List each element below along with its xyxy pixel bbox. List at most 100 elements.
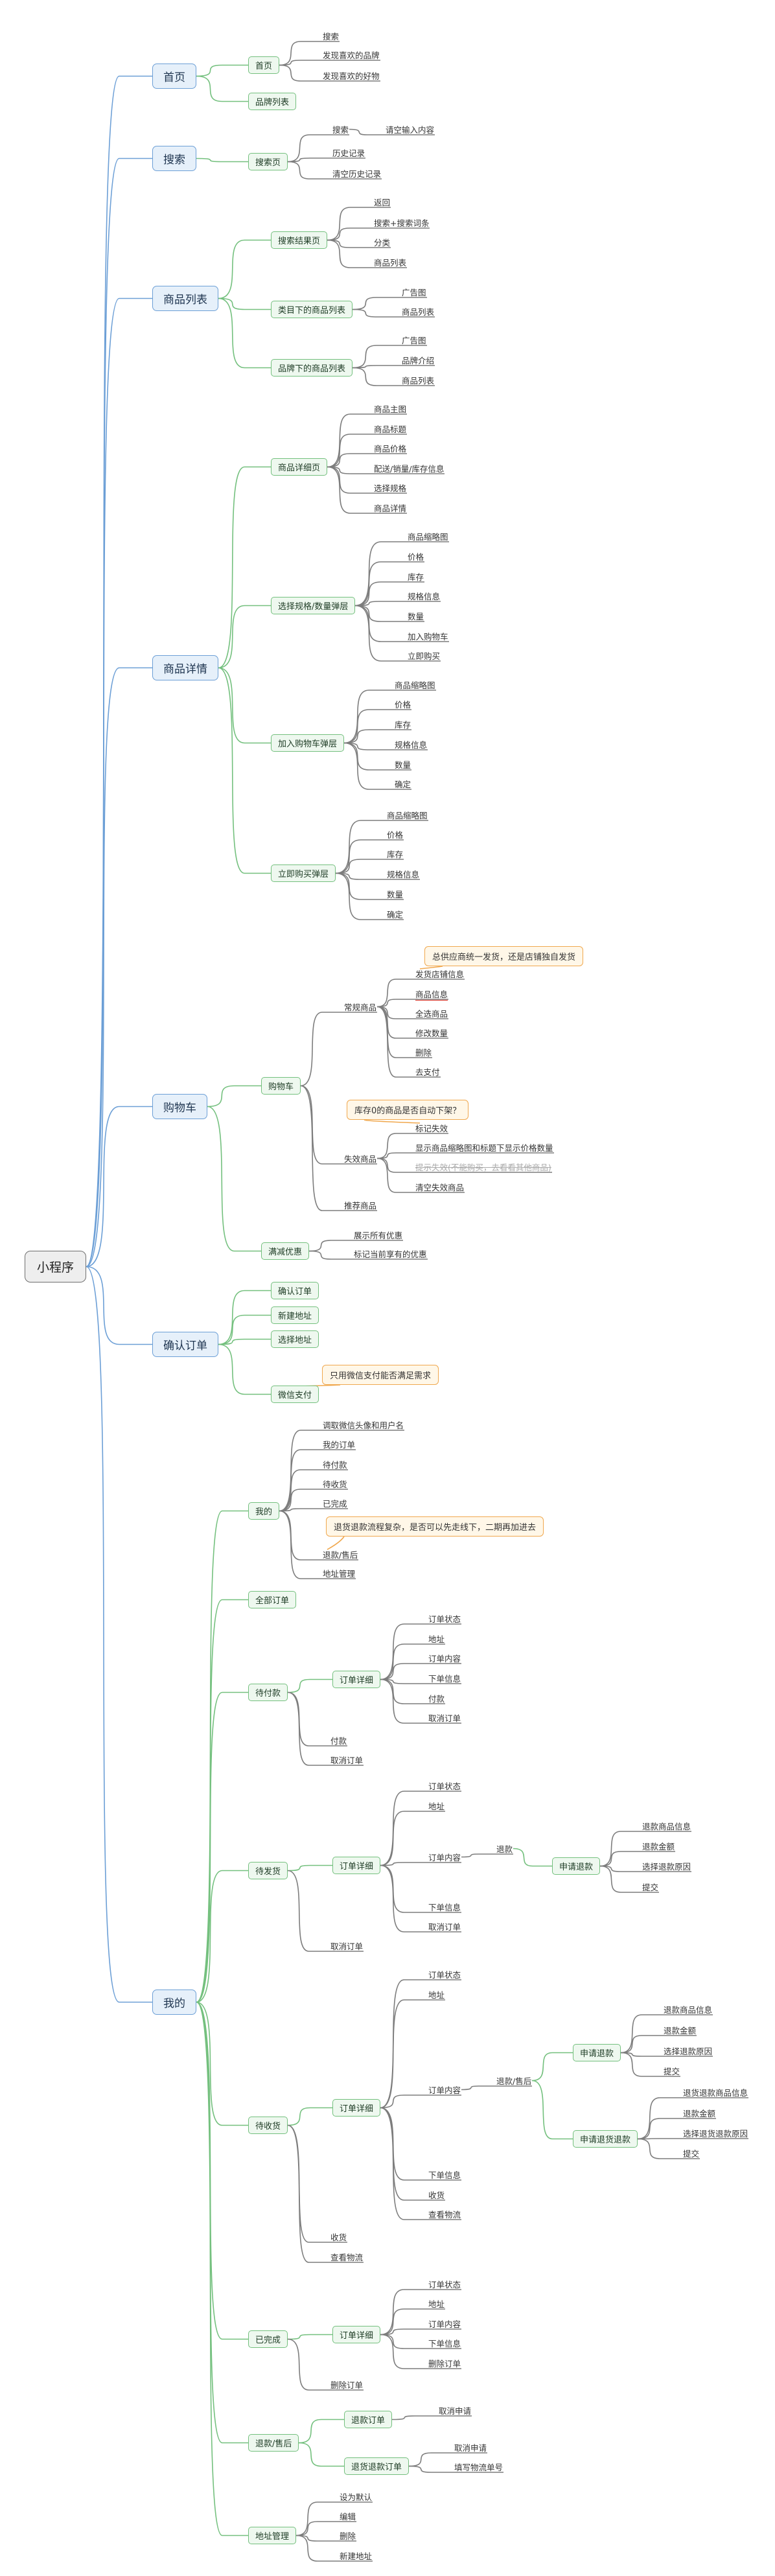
node-cart-stock: 库存: [395, 720, 411, 730]
edge-root-to-confirm: [86, 1266, 152, 1345]
edge-cart-page-to-normal-goods: [300, 1012, 377, 1087]
edge-addr-mgmt-to-addr-default: [295, 2501, 373, 2536]
node-promo-mark: 标记当前享有的优惠: [354, 1249, 427, 1259]
node-home-brand-list: 品牌列表: [248, 93, 297, 110]
edge-confirm-to-confirm-order: [218, 1290, 271, 1345]
node-finished: 已完成: [248, 2330, 288, 2348]
node-list-brand-list: 商品列表: [402, 376, 435, 386]
note-link-note-invalid: [364, 1119, 421, 1124]
edge-spec-popup-to-spec-qty: [354, 605, 424, 622]
node-list-category-list: 商品列表: [402, 307, 435, 317]
edge-normal-goods-to-normal-pay: [376, 1006, 441, 1078]
edge-cart-popup-to-cart-price: [343, 709, 411, 744]
edge-list-to-list-brand: [218, 297, 271, 369]
node-unpaid-pay2: 付款: [330, 1736, 347, 1746]
node-buy-thumb: 商品缩略图: [387, 811, 428, 820]
edge-normal-goods-to-normal-ship: [376, 979, 465, 1008]
edge-detail-page-to-detail-spec: [327, 466, 407, 494]
node-spec-qty: 数量: [408, 612, 424, 621]
edge-unship-to-unship-detail: [287, 1864, 332, 1872]
node-confirm-addr: 新建地址: [271, 1306, 319, 1324]
node-list-category-ad: 广告图: [402, 288, 426, 297]
node-addr-edit: 编辑: [340, 2512, 356, 2522]
edge-unship-detail-to-unship-cancel: [380, 1864, 461, 1932]
node-cart-qty: 数量: [395, 760, 411, 770]
edge-mine-to-finished: [196, 2001, 248, 2340]
edge-buy-popup-to-buy-price: [335, 839, 404, 874]
node-detail-desc: 商品详情: [374, 504, 407, 513]
node-spec-popup: 选择规格/数量弹层: [271, 597, 356, 614]
edge-unrecv-return-to-unrecv-return-info: [637, 2097, 748, 2140]
edge-unrecv-refund-to-unrecv-refund-reason: [620, 2052, 713, 2057]
edge-mine-to-aftersale: [196, 2001, 248, 2444]
edge-finished-to-finished-del2: [287, 2338, 364, 2391]
node-cart-page: 购物车: [261, 1077, 301, 1095]
edge-list-result-to-list-result-back: [327, 207, 391, 241]
node-unrecv-refund-submit: 提交: [664, 2067, 680, 2076]
edge-unrecv-aftersale-to-unrecv-refund: [531, 2052, 573, 2082]
node-finished-status: 订单状态: [428, 2280, 461, 2290]
node-unrecv-logistics: 查看物流: [428, 2210, 461, 2220]
node-cart-price: 价格: [395, 700, 411, 710]
edge-promo-to-promo-show: [308, 1240, 403, 1252]
node-as-refund: 退款订单: [344, 2411, 393, 2428]
edge-finished-detail-to-finished-content: [380, 2328, 461, 2336]
node-unpaid-content: 订单内容: [428, 1654, 461, 1664]
node-unrecv-return-amount: 退款金额: [683, 2109, 716, 2118]
edge-detail-page-to-detail-main: [327, 413, 407, 468]
edge-unship-detail-to-unship-content: [380, 1862, 461, 1866]
node-unpaid-pay: 付款: [428, 1694, 445, 1704]
node-addr-del: 删除: [340, 2531, 356, 2541]
edge-buy-popup-to-buy-ok: [335, 872, 404, 920]
edge-spec-popup-to-spec-buy: [354, 605, 441, 662]
edge-home-page-to-home-search: [279, 41, 340, 66]
edge-unrecv-return-to-unrecv-return-amount: [637, 2118, 716, 2140]
node-unpaid: 待付款: [248, 1684, 288, 1701]
node-unship-apply-reason: 选择退款原因: [642, 1862, 691, 1872]
edge-search-page-to-search-history: [287, 157, 365, 163]
note-link-note-refund: [327, 1536, 345, 1550]
edge-mine-me-to-me-done: [279, 1508, 348, 1512]
node-cart-ok: 确定: [395, 780, 411, 789]
node-unpaid-cancel: 取消订单: [428, 1713, 461, 1723]
node-detail: 商品详情: [152, 655, 218, 680]
node-unrecv-recv: 收货: [428, 2190, 445, 2200]
node-finished-content: 订单内容: [428, 2319, 461, 2329]
edge-detail-page-to-detail-price: [327, 453, 407, 468]
edge-unrecv-detail-to-unrecv-content: [380, 2094, 461, 2109]
edge-home-to-home-brand-list: [196, 75, 248, 102]
node-unrecv-refund-reason: 选择退款原因: [664, 2047, 713, 2056]
edge-spec-popup-to-spec-thumb: [354, 541, 449, 607]
edge-spec-popup-to-spec-info: [354, 601, 441, 607]
node-unship-refund: 退款: [496, 1844, 513, 1854]
edge-unrecv-refund-to-unrecv-refund-amount: [620, 2035, 697, 2054]
edge-unship-apply-to-unship-apply-reason: [599, 1865, 691, 1872]
edge-finished-detail-to-finished-info: [380, 2334, 461, 2349]
node-normal-all: 全选商品: [415, 1009, 448, 1019]
edge-as-return-to-as-return-cancel: [408, 2452, 487, 2467]
node-normal-pay: 去支付: [415, 1067, 440, 1077]
edge-unpaid-detail-to-unpaid-info: [380, 1678, 461, 1684]
edge-list-brand-to-list-brand-list: [352, 367, 435, 386]
node-unrecv-return-reason: 选择退货退款原因: [683, 2129, 748, 2139]
node-me-auth: 调取微信头像和用户名: [323, 1421, 404, 1430]
node-mine-me: 我的: [248, 1502, 280, 1520]
node-unship-apply-amount: 退款金额: [642, 1842, 675, 1851]
edge-unpaid-detail-to-unpaid-content: [380, 1663, 461, 1680]
node-finished-addr: 地址: [428, 2299, 445, 2309]
edge-aftersale-to-as-return: [298, 2442, 344, 2467]
node-buy-qty: 数量: [387, 890, 404, 899]
node-promo-show: 展示所有优惠: [354, 1231, 403, 1240]
edge-mine-me-to-me-orders: [279, 1449, 356, 1512]
node-as-return: 退货退款订单: [344, 2457, 410, 2475]
edge-mine-to-mine-me: [196, 1510, 248, 2003]
edge-search-page-to-search-clear: [287, 161, 382, 180]
node-me-refund: 退款/售后: [323, 1550, 358, 1560]
node-unship-cancel2: 取消订单: [330, 1942, 364, 1951]
node-unship-content: 订单内容: [428, 1853, 461, 1862]
edge-unrecv-content-to-unrecv-aftersale: [461, 2085, 532, 2091]
edge-mine-to-unship: [196, 1870, 248, 2003]
node-detail-main: 商品主图: [374, 404, 407, 414]
edge-as-refund-to-as-refund-cancel: [391, 2415, 472, 2420]
edge-home-to-home-page: [196, 64, 248, 77]
